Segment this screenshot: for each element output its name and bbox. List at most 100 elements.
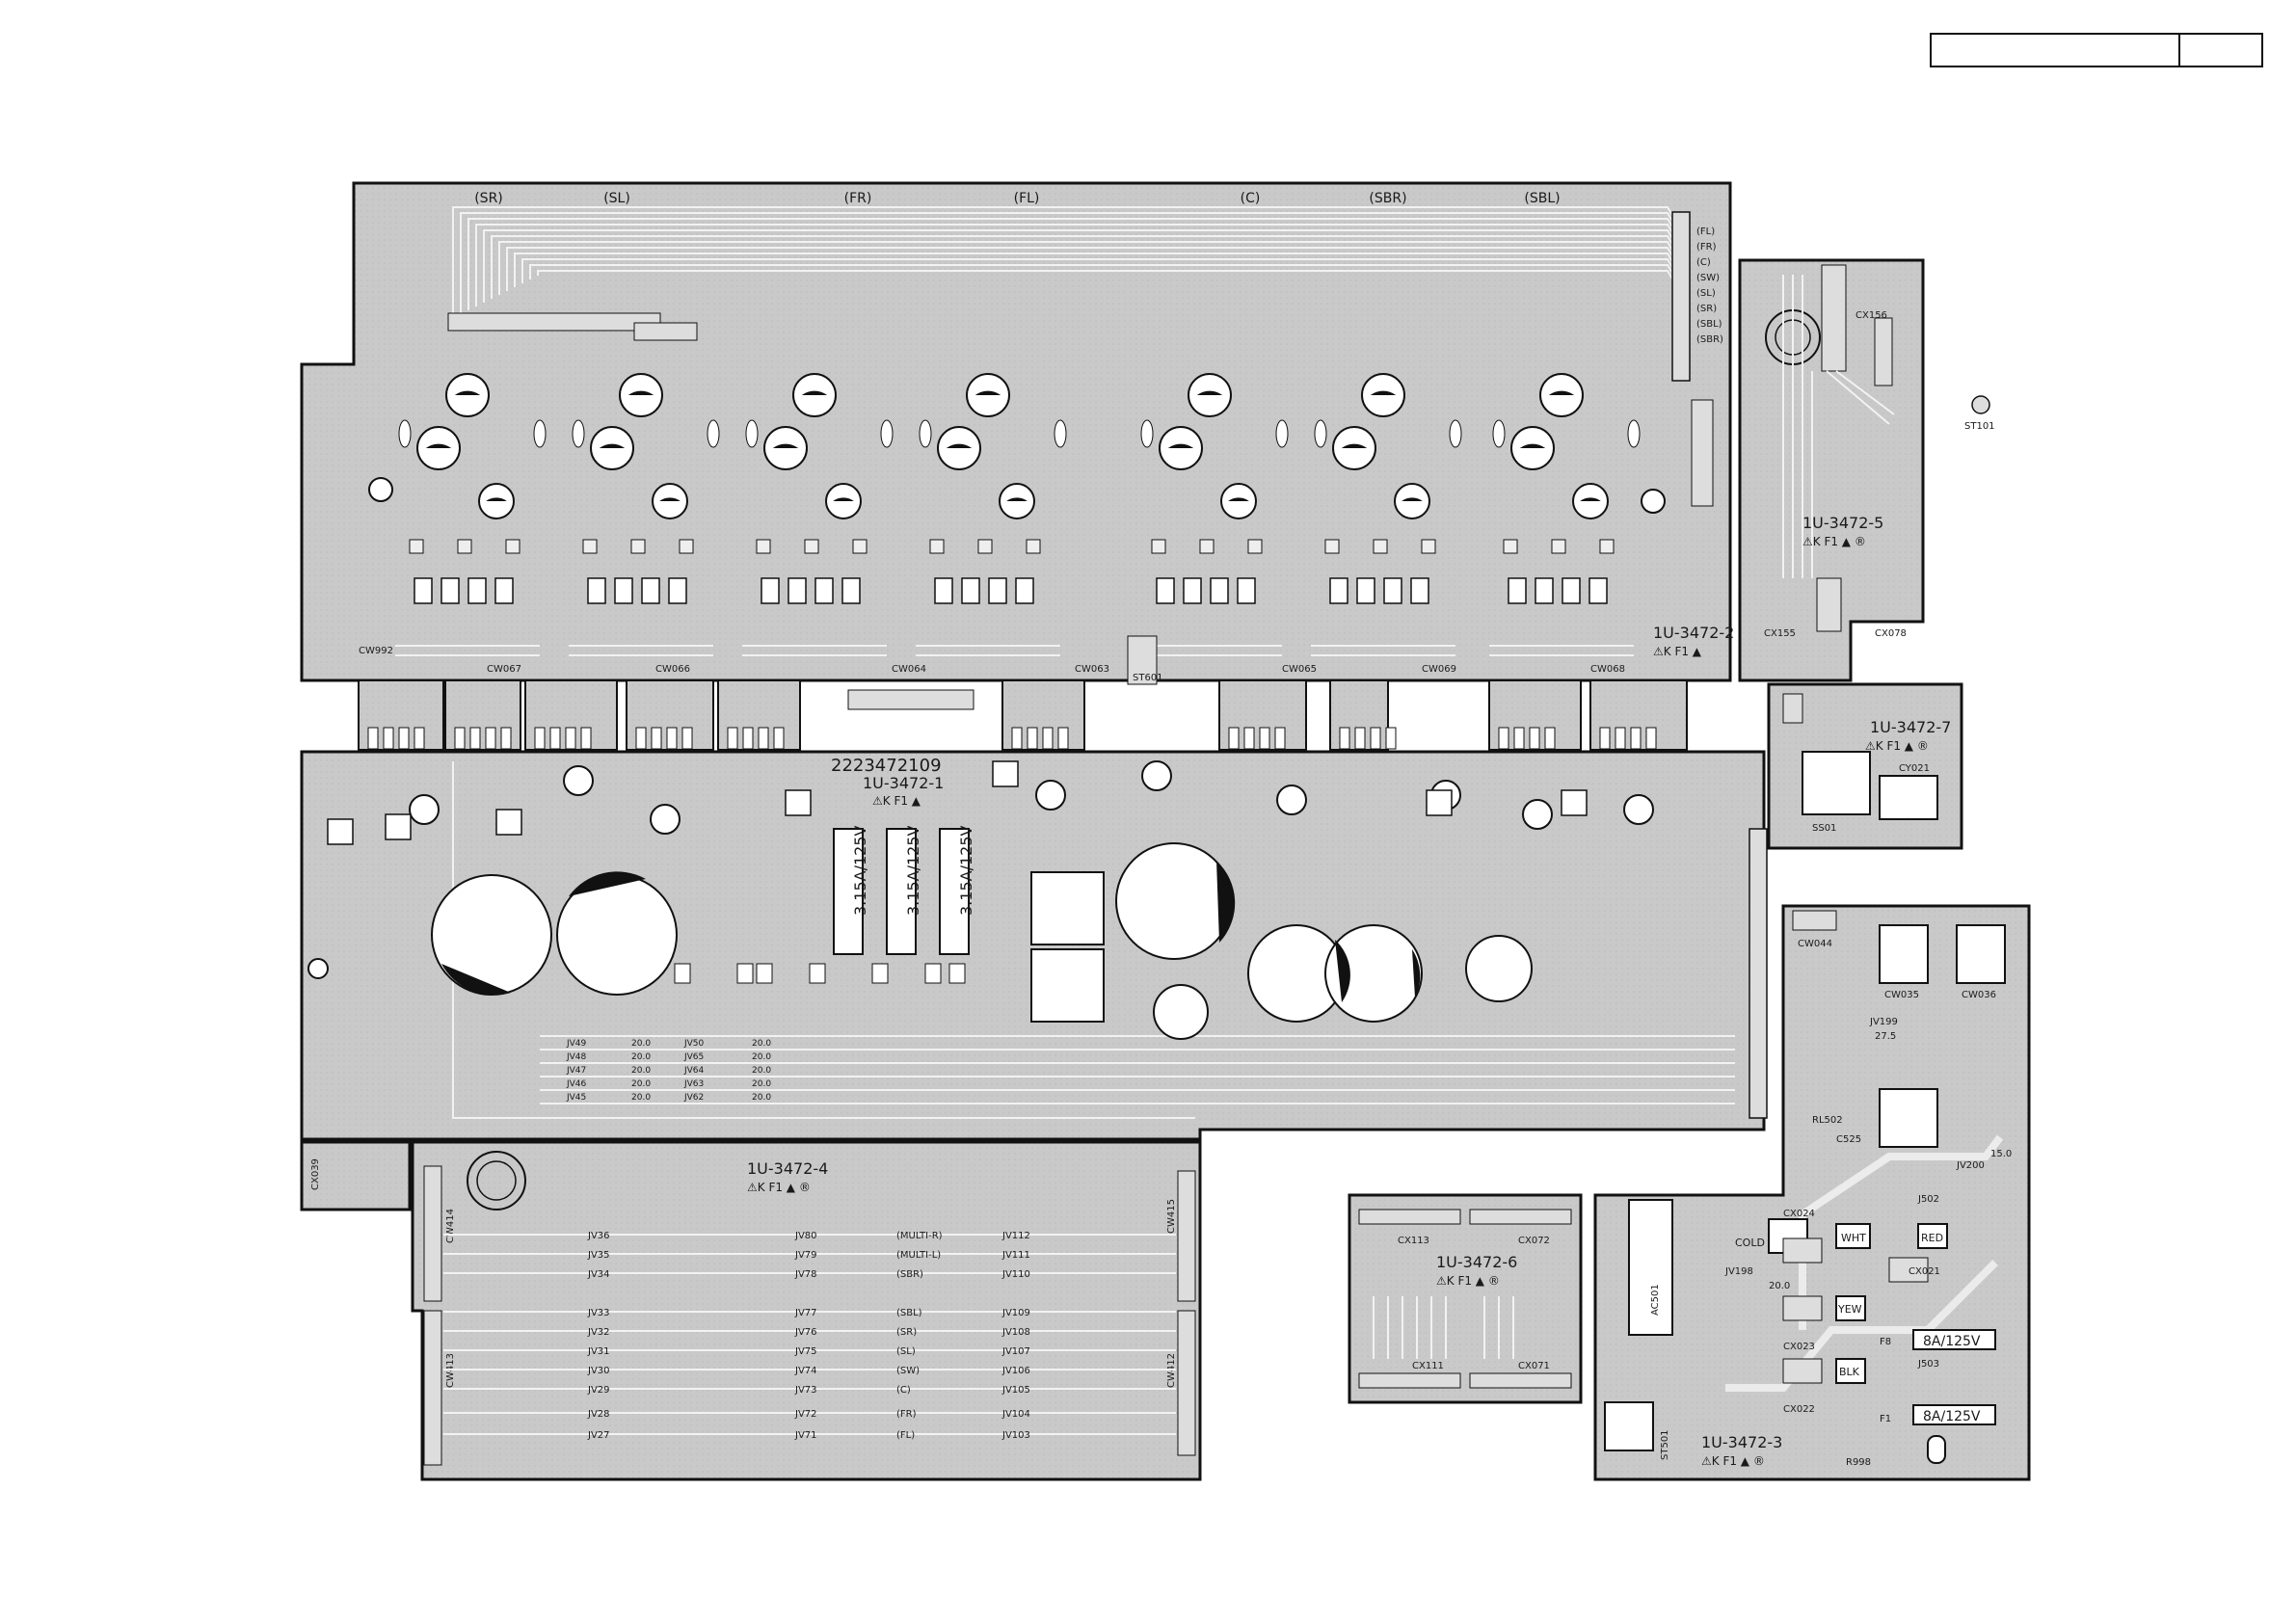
- b4-jv-b: JV80: [794, 1231, 817, 1241]
- amp-channel-4: [1137, 373, 1289, 656]
- amp-transistor: [668, 577, 687, 604]
- amp-channel-6: [1489, 373, 1641, 656]
- cx072-label: CX072: [1518, 1236, 1550, 1246]
- b4-jv-d: JV108: [1001, 1327, 1030, 1338]
- fuse-3-a: 8A/125V: [1923, 1334, 1981, 1349]
- amp-part: [852, 539, 868, 554]
- strip-pin: [398, 727, 410, 750]
- b1-jv-a: JV45: [566, 1093, 586, 1103]
- wire-j502: J502: [1917, 1194, 1939, 1205]
- wire-f1: F1: [1880, 1414, 1891, 1424]
- amp-part: [1247, 539, 1263, 554]
- b1-jv-b: JV65: [683, 1052, 704, 1062]
- board-1u-3472-6: CX113 CX072 CX111 CX071 1U-3472-6 ⚠K F1 …: [1348, 1193, 1583, 1404]
- rl502-label: RL502: [1812, 1115, 1843, 1126]
- board-1u-3472-3: CW044 CW035 CW036 RL502 C525 WHT RED YEW…: [1593, 904, 2031, 1481]
- strip-pin: [454, 727, 466, 750]
- cw996-connector: [1691, 399, 1714, 507]
- amp-channel-2: [742, 373, 894, 656]
- b1-jv-d1: 20.0: [631, 1079, 651, 1089]
- amp-part: [1551, 539, 1566, 554]
- wire-cold: COLD: [1735, 1237, 1765, 1249]
- cx024-label: CX024: [1783, 1209, 1815, 1219]
- b4-jv-c: (MULTI-L): [896, 1250, 941, 1261]
- b4-jv-c: (SW): [896, 1366, 920, 1376]
- amp-channel-5: [1311, 373, 1462, 656]
- strip-pin: [549, 727, 561, 750]
- cy021-label: CY021: [1899, 763, 1930, 774]
- amp-transistor: [1383, 577, 1402, 604]
- b1-transistor: [992, 760, 1019, 787]
- amp-resistor: [745, 419, 759, 448]
- wire-jv198: JV198: [1724, 1266, 1753, 1277]
- b4-jv-b: JV79: [794, 1250, 817, 1261]
- b1-capacitor: [563, 765, 594, 796]
- amp-part: [1503, 539, 1518, 554]
- strip-pin: [1274, 727, 1286, 750]
- b4-jv-a: JV35: [587, 1250, 610, 1261]
- amp-transistor: [1410, 577, 1429, 604]
- b4-jv-b: JV77: [794, 1308, 817, 1318]
- b1-jv-b: JV50: [683, 1039, 705, 1049]
- strip-pin: [1529, 727, 1540, 750]
- cw065-label: CW065: [1282, 664, 1317, 675]
- strip-pin: [1243, 727, 1255, 750]
- b4-jv-d: JV106: [1001, 1366, 1030, 1376]
- amp-part: [409, 539, 424, 554]
- b1-jv-d1: 20.0: [631, 1066, 651, 1076]
- b1-part: [924, 963, 942, 984]
- st601-label: ST601: [1133, 673, 1163, 683]
- channel-label-3: (FL): [1014, 191, 1040, 206]
- amp-part: [1199, 539, 1215, 554]
- cx039-label: CX039: [310, 1158, 321, 1190]
- fuse-label-2: 3.15A/125V: [904, 826, 922, 917]
- amp-resistor: [1314, 419, 1327, 448]
- board-1u-3472-7: 1U-3472-7 ⚠K F1 ▲ ® CY021 SS01: [1767, 682, 1963, 850]
- b1-jv-b: JV63: [683, 1079, 704, 1089]
- strip-pin: [1630, 727, 1642, 750]
- strip-pin: [500, 727, 512, 750]
- strip-pin: [742, 727, 754, 750]
- strip-pin: [1011, 727, 1023, 750]
- b4-jv-a: JV29: [587, 1385, 610, 1396]
- strip-pin: [758, 727, 769, 750]
- b4-jv-c: (SBL): [896, 1308, 922, 1318]
- b4-jv-d: JV104: [1001, 1409, 1030, 1420]
- b4-jv-d: JV112: [1001, 1231, 1030, 1241]
- strip-pin: [651, 727, 662, 750]
- b1-transistor: [1426, 789, 1453, 816]
- board-2-marks: ⚠K F1 ▲: [1653, 645, 1702, 658]
- b1-part: [756, 963, 773, 984]
- amp-part: [505, 539, 521, 554]
- amp-transistor: [494, 577, 514, 604]
- fuse-group: 3.15A/125V 3.15A/125V 3.15A/125V: [833, 826, 975, 955]
- cx023-label: CX023: [1783, 1342, 1815, 1352]
- wire-d198: 20.0: [1769, 1281, 1790, 1291]
- strip-pin: [727, 727, 738, 750]
- amp-transistor: [1183, 577, 1202, 604]
- cx156-label: CX156: [1855, 310, 1887, 321]
- strip-pin: [681, 727, 693, 750]
- b4-jv-c: (FR): [896, 1409, 917, 1420]
- strip-pin: [565, 727, 576, 750]
- amp-transistor: [988, 577, 1007, 604]
- st601-terminal: [1127, 635, 1158, 685]
- amp-part: [630, 539, 646, 554]
- b4-jv-b: JV72: [794, 1409, 817, 1420]
- b1-jv-d1: 20.0: [631, 1052, 651, 1062]
- cw999-pin-4: (SL): [1696, 288, 1716, 299]
- amp-transistor: [761, 577, 780, 604]
- cw999-connector: (FL)(FR)(C)(SW)(SL)(SR)(SBL)(SBR): [1671, 211, 1723, 382]
- cx022-label: CX022: [1783, 1404, 1815, 1415]
- strip-pin: [580, 727, 592, 750]
- b4-jv-b: JV78: [794, 1269, 817, 1280]
- b4-jv-a: JV33: [587, 1308, 610, 1318]
- wire-blk: BLK: [1839, 1366, 1860, 1378]
- b4-jv-a: JV34: [587, 1269, 610, 1280]
- amp-part: [756, 539, 771, 554]
- b1-capacitor: [1522, 799, 1553, 830]
- amp-transistor: [1356, 577, 1375, 604]
- strip-pin: [1228, 727, 1240, 750]
- strip-pin: [1259, 727, 1270, 750]
- b1-capacitor: [650, 804, 681, 835]
